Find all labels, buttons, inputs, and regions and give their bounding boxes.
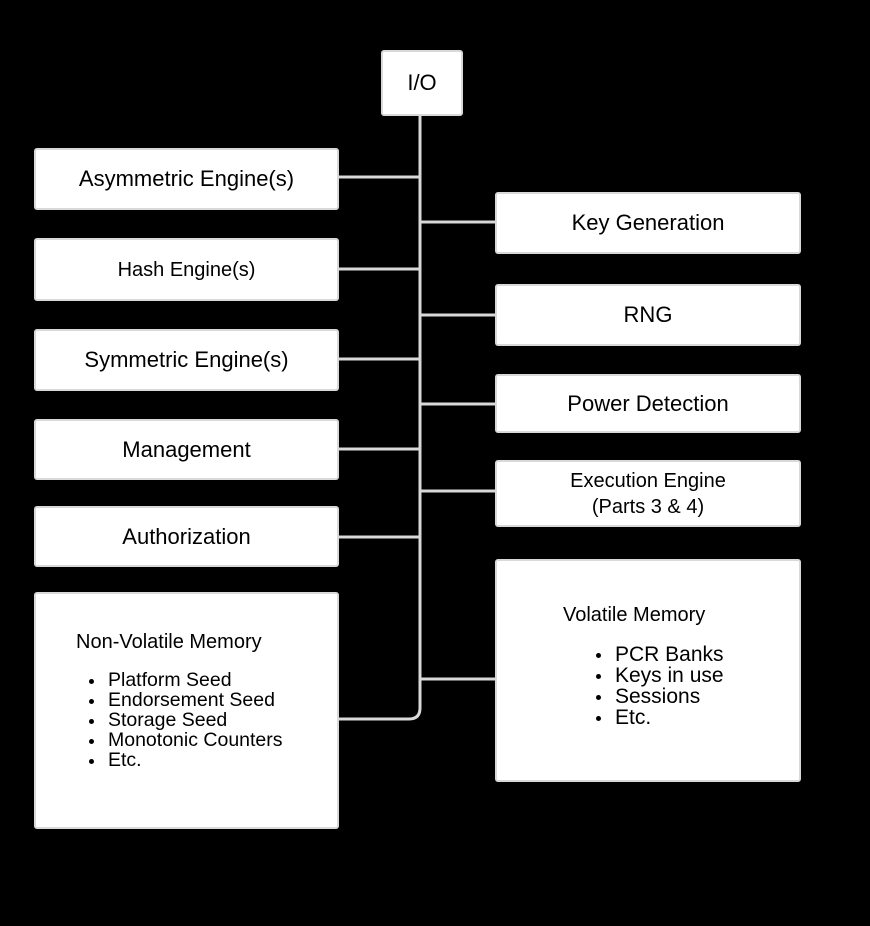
authorization-box: Authorization bbox=[34, 506, 339, 567]
non-volatile-memory-box: Non-Volatile Memory Platform Seed Endors… bbox=[34, 592, 339, 829]
rng-label: RNG bbox=[623, 302, 673, 328]
list-item: Etc. bbox=[86, 750, 283, 770]
symmetric-engine-label: Symmetric Engine(s) bbox=[84, 347, 289, 373]
symmetric-engine-box: Symmetric Engine(s) bbox=[34, 329, 339, 391]
list-item: Endorsement Seed bbox=[86, 690, 283, 710]
rng-box: RNG bbox=[495, 284, 801, 346]
io-box: I/O bbox=[381, 50, 463, 116]
list-item: Monotonic Counters bbox=[86, 730, 283, 750]
key-generation-box: Key Generation bbox=[495, 192, 801, 254]
execution-engine-text: Execution Engine (Parts 3 & 4) bbox=[570, 468, 726, 520]
io-label: I/O bbox=[407, 70, 437, 96]
non-volatile-memory-title: Non-Volatile Memory bbox=[76, 631, 262, 653]
volatile-memory-content: Volatile Memory PCR Banks Keys in use Se… bbox=[563, 603, 724, 728]
key-generation-label: Key Generation bbox=[571, 210, 725, 236]
hash-engine-label: Hash Engine(s) bbox=[117, 258, 256, 281]
execution-engine-subtitle: (Parts 3 & 4) bbox=[591, 495, 705, 518]
management-label: Management bbox=[122, 436, 251, 462]
hash-engine-box: Hash Engine(s) bbox=[34, 238, 339, 301]
volatile-memory-box: Volatile Memory PCR Banks Keys in use Se… bbox=[495, 559, 801, 782]
volatile-memory-list: PCR Banks Keys in use Sessions Etc. bbox=[593, 644, 724, 728]
management-box: Management bbox=[34, 419, 339, 480]
execution-engine-box: Execution Engine (Parts 3 & 4) bbox=[495, 460, 801, 527]
list-item: Platform Seed bbox=[86, 670, 283, 690]
main-bus-line bbox=[337, 114, 422, 721]
power-detection-label: Power Detection bbox=[567, 390, 729, 416]
authorization-label: Authorization bbox=[122, 523, 251, 549]
asymmetric-engine-label: Asymmetric Engine(s) bbox=[78, 166, 295, 192]
list-item: Keys in use bbox=[593, 665, 724, 686]
list-item: Storage Seed bbox=[86, 710, 283, 730]
list-item: Etc. bbox=[593, 707, 724, 728]
non-volatile-memory-list: Platform Seed Endorsement Seed Storage S… bbox=[86, 670, 283, 770]
list-item: Sessions bbox=[593, 686, 724, 707]
list-item: PCR Banks bbox=[593, 644, 724, 665]
volatile-memory-title: Volatile Memory bbox=[563, 604, 706, 626]
non-volatile-memory-content: Non-Volatile Memory Platform Seed Endors… bbox=[76, 630, 283, 770]
power-detection-box: Power Detection bbox=[495, 374, 801, 433]
asymmetric-engine-box: Asymmetric Engine(s) bbox=[34, 148, 339, 210]
execution-engine-title: Execution Engine bbox=[570, 469, 726, 492]
